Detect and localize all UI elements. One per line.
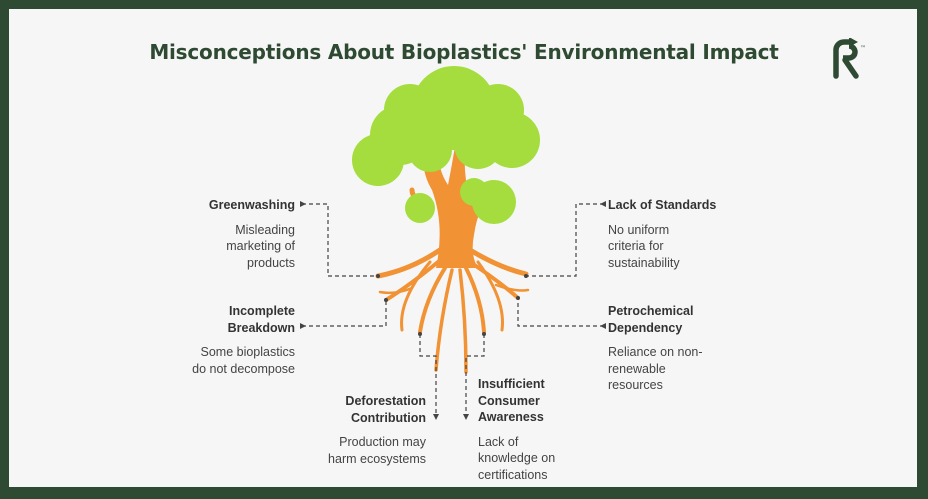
label-insufficient-consumer-awareness: Insufficient Consumer Awareness Lack of … (478, 376, 588, 483)
label-deforestation-contribution: Deforestation Contribution Production ma… (306, 393, 426, 467)
connector-arrows (300, 201, 606, 420)
label-greenwashing: Greenwashing Misleading marketing of pro… (155, 197, 295, 271)
deforestation-contribution-heading: Deforestation Contribution (345, 394, 426, 425)
tree-canopy (352, 66, 540, 224)
tree-roots (375, 247, 530, 374)
incomplete-breakdown-description: Some bioplastics do not decompose (192, 345, 295, 376)
lack-of-standards-description: No uniform criteria for sustainability (608, 222, 680, 270)
petrochemical-dependency-heading: Petrochemical Dependency (608, 304, 694, 335)
label-petrochemical-dependency: Petrochemical Dependency Reliance on non… (608, 303, 728, 394)
greenwashing-heading: Greenwashing (208, 198, 295, 212)
tree-trunk (423, 140, 496, 268)
connector-dots (376, 274, 528, 336)
incomplete-breakdown-heading: Incomplete Breakdown (227, 304, 295, 335)
insufficient-consumer-awareness-description: Lack of knowledge on certifications (478, 434, 556, 482)
connector-lines (302, 203, 604, 416)
deforestation-contribution-description: Production may harm ecosystems (328, 435, 426, 466)
page-title: Misconceptions About Bioplastics' Enviro… (149, 40, 779, 64)
label-incomplete-breakdown: Incomplete Breakdown Some bioplastics do… (175, 303, 295, 377)
petrochemical-dependency-description: Reliance on non-renewable resources (608, 345, 703, 392)
lack-of-standards-heading: Lack of Standards (608, 198, 717, 212)
label-lack-of-standards: Lack of Standards No uniform criteria fo… (608, 197, 748, 271)
greenwashing-description: Misleading marketing of products (226, 222, 295, 270)
trademark-symbol: ™ (860, 45, 866, 52)
insufficient-consumer-awareness-heading: Insufficient Consumer Awareness (478, 377, 545, 424)
recycle-r-logo-icon: ™ (833, 38, 866, 79)
